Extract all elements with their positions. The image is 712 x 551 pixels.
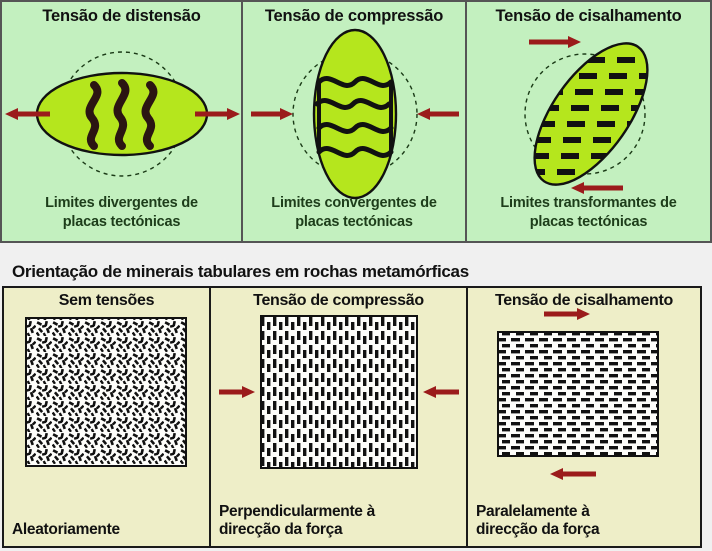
panel-tensional-caption: Limites divergentes de placas tectónicas: [2, 194, 241, 233]
panel-no-stress: Sem tensões: [4, 288, 211, 546]
shear-arrow-bottom-icon: [550, 468, 596, 480]
tectonic-stress-section: Tensão de distensão: [0, 0, 712, 243]
mineral-texture-box: [260, 315, 418, 469]
tensional-stress-illustration: [2, 28, 241, 200]
panel-compression-minerals-caption: Perpendicularmente à direcção da força: [219, 503, 460, 540]
shear-stress-illustration: [467, 28, 710, 200]
panel-shear-caption-line1: Limites transformantes de: [500, 194, 677, 211]
panel-shear-minerals-caption: Paralelamente à direcção da força: [476, 503, 694, 540]
panel-compressional-caption: Limites convergentes de placas tectónica…: [243, 194, 465, 233]
panel-shear-minerals-caption-line2: direcção da força: [476, 521, 600, 539]
panel-tensional-caption-line2: placas tectónicas: [62, 214, 181, 231]
compression-arrow-left-icon: [219, 386, 255, 398]
mineral-texture-box: [25, 317, 187, 467]
panel-shear-minerals: Tensão de cisalhamento: [468, 288, 700, 546]
compressional-stress-illustration: [243, 28, 465, 200]
stress-arrow-left-icon: [5, 108, 50, 120]
stress-arrow-right-icon: [195, 108, 240, 120]
panel-compression-minerals-title: Tensão de compressão: [253, 292, 424, 309]
panel-no-stress-caption-line1: Aleatoriamente: [12, 521, 120, 539]
panel-no-stress-title: Sem tensões: [58, 292, 155, 309]
reference-circle-icon: [524, 53, 646, 175]
panel-compressional-caption-line1: Limites convergentes de: [271, 194, 437, 211]
panel-shear-minerals-title: Tensão de cisalhamento: [494, 292, 674, 309]
panel-shear-minerals-caption-line1: Paralelamente à: [476, 502, 590, 520]
panel-compression-minerals: Tensão de compressão: [211, 288, 468, 546]
mineral-orientation-section: Sem tensões: [2, 286, 702, 548]
panel-compression-minerals-caption-line2: direcção da força: [219, 521, 343, 539]
panel-compression-minerals-caption-line1: Perpendicularmente à: [219, 502, 375, 520]
panel-compressional-stress: Tensão de compressão: [243, 2, 467, 241]
fold-pattern-icon: [314, 76, 394, 158]
shear-arrow-top-icon: [529, 36, 581, 48]
panel-compressional-caption-line2: placas tectónicas: [295, 214, 413, 231]
panel-shear-caption-line2: placas tectónicas: [529, 214, 648, 231]
shear-arrow-bottom-icon: [571, 182, 623, 194]
compression-arrow-right-icon: [423, 386, 459, 398]
section-title-mineral-orientation: Orientação de minerais tabulares em roch…: [0, 243, 712, 285]
panel-shear-title: Tensão de cisalhamento: [495, 7, 682, 25]
shear-arrow-top-icon: [544, 308, 590, 320]
panel-tensional-title: Tensão de distensão: [42, 7, 201, 25]
panel-compressional-title: Tensão de compressão: [264, 7, 444, 25]
compression-minerals-illustration: [211, 288, 466, 546]
strain-ellipse-shape: [312, 28, 398, 200]
stress-arrow-right-icon: [417, 108, 459, 120]
section-title-text: Orientação de minerais tabulares em roch…: [12, 262, 469, 281]
shear-minerals-illustration: [468, 288, 700, 546]
no-stress-illustration: [4, 288, 209, 546]
panel-no-stress-caption: Aleatoriamente: [12, 521, 203, 540]
stress-arrow-left-icon: [251, 108, 293, 120]
mineral-texture-box: [497, 331, 659, 457]
panel-shear-caption: Limites transformantes de placas tectóni…: [467, 194, 710, 233]
fold-pattern-icon: [85, 79, 158, 150]
panel-shear-stress: Tensão de cisalhamento: [467, 2, 710, 241]
panel-tensional-caption-line1: Limites divergentes de: [45, 194, 198, 211]
panel-tensional-stress: Tensão de distensão: [2, 2, 243, 241]
